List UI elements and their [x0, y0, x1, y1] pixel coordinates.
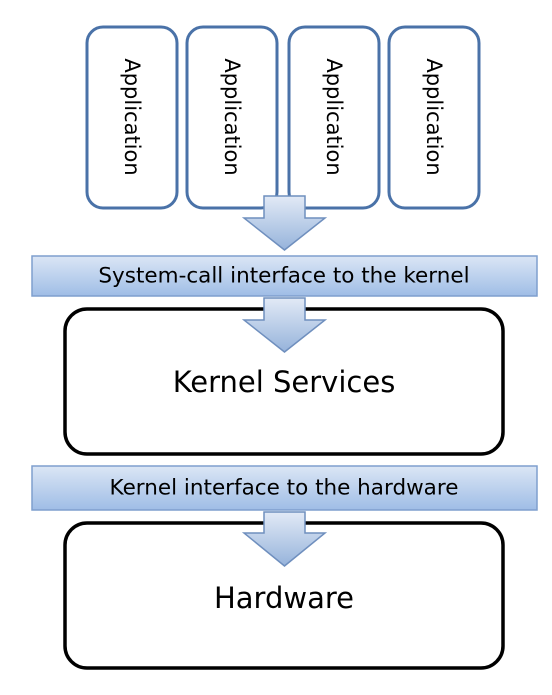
application-2-label: Application [220, 58, 244, 175]
application-4-box [387, 25, 481, 210]
arrow-syscall-to-kernel [241, 297, 328, 353]
kernel-services-label: Kernel Services [173, 365, 396, 399]
arrow-interface-to-hardware [241, 511, 328, 567]
application-3-box [287, 25, 381, 210]
application-2-box [185, 25, 279, 210]
kernel-hw-interface-label: Kernel interface to the hardware [110, 476, 459, 501]
application-2: Application [185, 25, 279, 210]
kernel-hw-interface-band [31, 465, 538, 511]
application-1-box [85, 25, 179, 210]
application-1-label: Application [120, 58, 144, 175]
syscall-interface-band [31, 255, 538, 297]
application-3: Application [287, 25, 381, 210]
application-3-label: Application [322, 58, 346, 175]
arrow-apps-to-syscall [241, 195, 328, 251]
application-4-label: Application [422, 58, 446, 175]
hardware-label: Hardware [214, 581, 354, 615]
application-4: Application [387, 25, 481, 210]
application-1: Application [85, 25, 179, 210]
syscall-interface-label: System-call interface to the kernel [98, 264, 469, 289]
